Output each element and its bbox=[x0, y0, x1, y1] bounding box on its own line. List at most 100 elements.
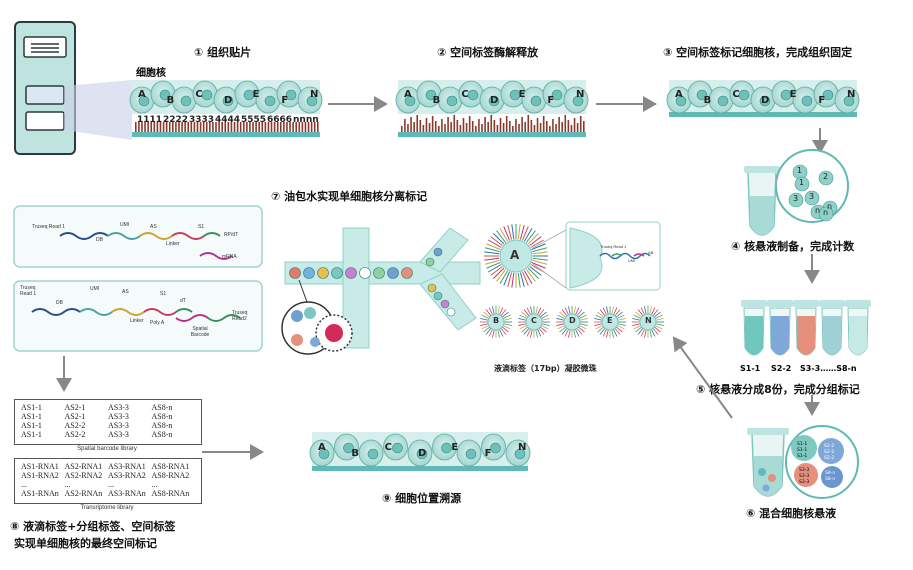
barcode-bar bbox=[147, 122, 149, 132]
barcode-bar bbox=[573, 118, 576, 132]
t9-letter-F: F bbox=[484, 448, 492, 459]
barcode-bar bbox=[471, 121, 474, 132]
t2-letter-D: D bbox=[490, 95, 499, 106]
bead-a-oligo bbox=[532, 259, 548, 265]
barcode-bar bbox=[441, 119, 443, 132]
barcode-bar bbox=[567, 120, 570, 132]
small-bead-label-N: N bbox=[645, 316, 652, 325]
tube-fill-2 bbox=[797, 316, 815, 355]
small-bead-oligo bbox=[503, 318, 512, 321]
barcode-bar bbox=[190, 122, 193, 132]
small-bead-oligo bbox=[633, 314, 641, 319]
small-bead-oligo bbox=[485, 309, 492, 316]
transcript-cell: AS3-RNA2 bbox=[108, 471, 146, 480]
small-bead-oligo bbox=[526, 329, 531, 337]
bead-a-oligo bbox=[507, 224, 513, 240]
c2-truseq2: Truseq Read2 bbox=[232, 310, 248, 322]
bz-truseq: Truseq Read 1 bbox=[600, 244, 627, 249]
barcode-bar bbox=[515, 119, 517, 132]
bead-a-oligo bbox=[519, 224, 525, 240]
barcode-bar bbox=[561, 122, 564, 132]
small-bead-oligo bbox=[537, 329, 542, 337]
nucleus-4 bbox=[804, 190, 820, 206]
small-bead-oligo bbox=[594, 323, 603, 326]
small-bead-oligo bbox=[635, 326, 642, 333]
transcript-cell: ... bbox=[64, 480, 71, 489]
small-bead-oligo bbox=[559, 311, 566, 318]
small-bead-oligo bbox=[564, 307, 569, 315]
spatial-cell: AS3-3 bbox=[108, 412, 129, 421]
barcode-bar bbox=[144, 122, 146, 132]
barcode-bar bbox=[172, 122, 174, 132]
nucleus-label-3: 3 bbox=[793, 194, 799, 203]
small-bead-oligo bbox=[485, 328, 492, 335]
barcode-bar bbox=[576, 123, 579, 132]
small-bead-oligo bbox=[499, 329, 504, 337]
t9-nucleus bbox=[465, 448, 477, 460]
droplet-0 bbox=[289, 267, 301, 279]
droplet-8 bbox=[401, 267, 413, 279]
t2-nucleus bbox=[404, 95, 416, 107]
droplet-out-3 bbox=[446, 307, 456, 317]
small-bead-oligo bbox=[606, 329, 609, 338]
barcode-bar bbox=[141, 122, 143, 132]
barcode-number-3: 4444 bbox=[215, 115, 241, 125]
small-bead-oligo bbox=[526, 307, 531, 315]
small-bead-oligo bbox=[576, 309, 583, 316]
small-bead-oligo bbox=[502, 311, 509, 318]
barcode-bar bbox=[175, 122, 177, 132]
barcode-bar bbox=[242, 122, 245, 132]
bead-a-oligo bbox=[532, 257, 548, 261]
t9-nucleus bbox=[441, 442, 452, 454]
bead-a-oligo bbox=[530, 264, 544, 273]
small-bead-oligo bbox=[488, 307, 493, 315]
step8-title-line1: ⑧ 液滴标签+分组标签、空间标签 bbox=[10, 520, 176, 533]
t3-nucleus bbox=[759, 95, 771, 107]
t2-nucleus bbox=[488, 95, 500, 107]
small-bead-oligo bbox=[564, 329, 569, 337]
small-bead-oligo bbox=[649, 306, 652, 315]
barcode-bar bbox=[159, 122, 162, 132]
t1-nucleus bbox=[243, 89, 255, 101]
t9-letter-D: D bbox=[418, 448, 427, 459]
bead-a-oligo bbox=[490, 265, 503, 276]
small-bead-oligo bbox=[616, 311, 623, 318]
bead-a-oligo bbox=[486, 243, 501, 250]
bead-a-oligo bbox=[486, 262, 501, 269]
t3-nucleus bbox=[717, 95, 729, 107]
small-bead-oligo bbox=[488, 329, 493, 337]
barcode-bar bbox=[261, 122, 264, 132]
barcode-bar bbox=[227, 122, 230, 132]
barcode-bar bbox=[270, 122, 273, 132]
t2-letter-A: A bbox=[404, 89, 412, 100]
barcode-bar bbox=[484, 117, 486, 132]
small-bead-oligo bbox=[652, 328, 659, 335]
barcode-bar bbox=[490, 115, 493, 132]
t2-nucleus bbox=[446, 95, 458, 107]
barcode-bar bbox=[289, 122, 291, 132]
barcode-bar bbox=[292, 122, 294, 132]
small-bead-oligo bbox=[521, 311, 528, 318]
small-bead-oligo bbox=[480, 318, 489, 321]
small-bead-oligo bbox=[635, 311, 642, 318]
tissue-strip-3 bbox=[666, 80, 860, 117]
t2-nucleus bbox=[572, 95, 584, 107]
barcode-bar bbox=[465, 123, 468, 132]
small-bead-oligo bbox=[655, 314, 663, 319]
tissue-strip-1 bbox=[129, 80, 323, 137]
small-bead-oligo bbox=[492, 306, 495, 315]
bead-a-oligo bbox=[531, 243, 546, 250]
small-bead-oligo bbox=[637, 328, 644, 335]
barcode-bar bbox=[407, 124, 409, 132]
barcode-bar bbox=[202, 122, 205, 132]
tissue-strip-9 bbox=[309, 432, 531, 471]
barcode-bar bbox=[162, 122, 165, 132]
bead-a-oligo bbox=[522, 271, 529, 286]
barcode-number-2: 3333 bbox=[189, 115, 215, 125]
tube-label-3: S3-3……S8-n bbox=[800, 364, 857, 373]
step6-title: ⑥ 混合细胞核悬液 bbox=[746, 507, 837, 520]
barcode-bar bbox=[209, 122, 211, 132]
bz-umi: UMI bbox=[628, 258, 636, 263]
small-bead-oligo bbox=[538, 309, 545, 316]
